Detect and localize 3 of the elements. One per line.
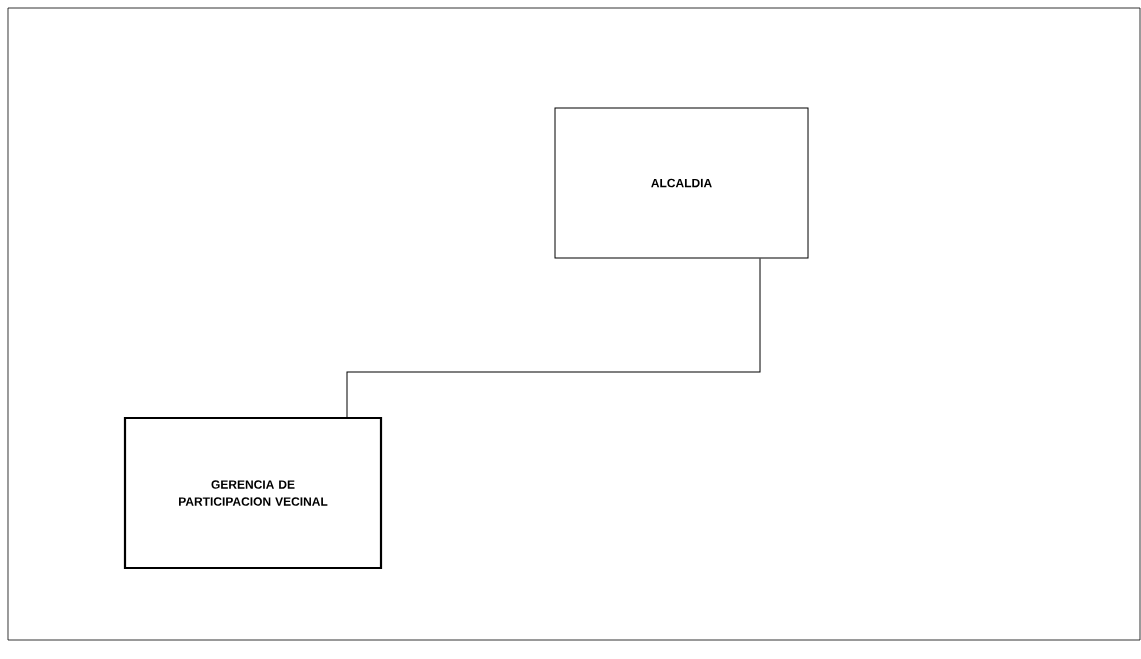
connector-line bbox=[346, 258, 761, 418]
org-box: ALCALDIA bbox=[554, 107, 809, 259]
org-box: GERENCIA DE PARTICIPACION VECINAL bbox=[123, 416, 383, 570]
